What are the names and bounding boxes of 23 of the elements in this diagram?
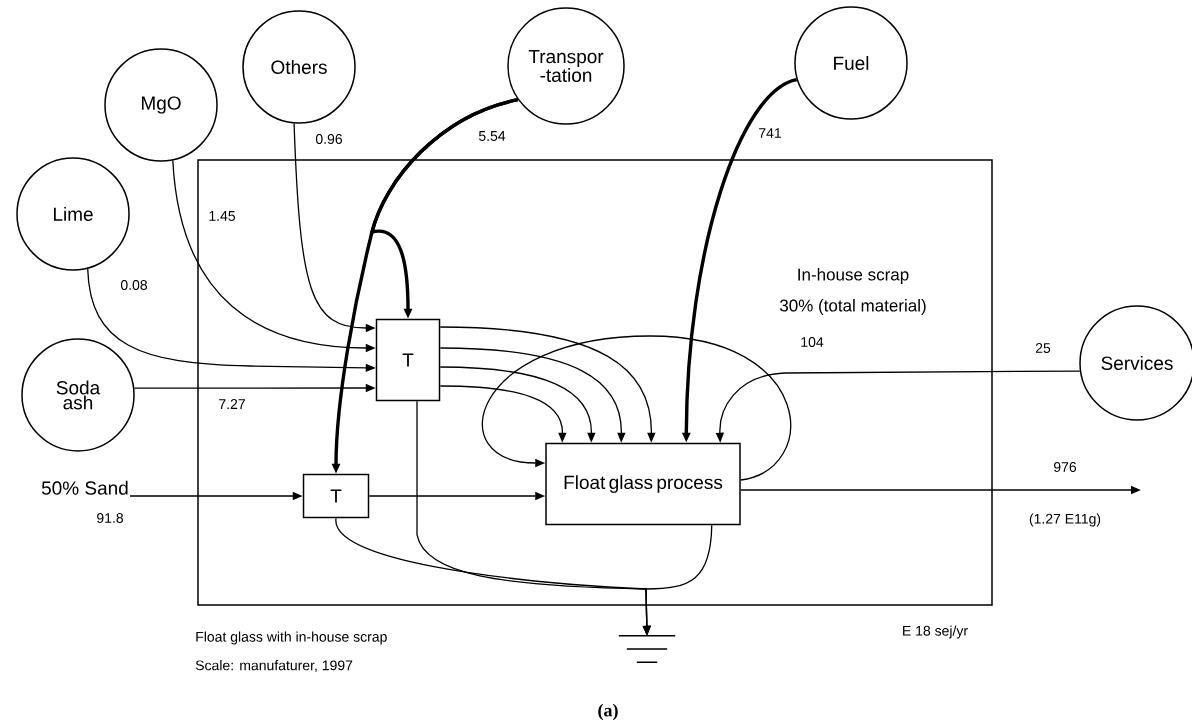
edge-label: 5.54	[476, 129, 508, 143]
caption: (a)	[598, 703, 618, 721]
edge-label: 741	[756, 126, 784, 140]
edge-label: 0.96	[313, 132, 345, 146]
note-text: Float glass with in-house scrap	[196, 631, 387, 645]
edge-label: 1.45	[206, 209, 238, 223]
note-text: (1.27 E11g)	[1029, 513, 1101, 527]
process-box: T	[375, 318, 441, 402]
flow-arrow	[482, 335, 792, 481]
edge-label: 0.08	[118, 278, 150, 292]
note-text: In-house scrap	[798, 268, 909, 284]
input-label: 50% Sand	[41, 480, 128, 495]
edge-label: 104	[798, 335, 826, 349]
note-text: Scale: manufaturer, 1997	[195, 660, 353, 672]
edge-label: 7.27	[216, 397, 248, 411]
process-box: Float glass process	[545, 442, 741, 526]
edge-label: 976	[1051, 460, 1079, 474]
edge-label: 25	[1033, 341, 1053, 355]
ground-symbol	[618, 635, 676, 663]
note-text: E 18 sej/yr	[903, 625, 968, 639]
edge-label: 91.8	[94, 511, 126, 525]
note-text: 30% (total material)	[779, 299, 926, 315]
process-box: T	[302, 473, 370, 519]
